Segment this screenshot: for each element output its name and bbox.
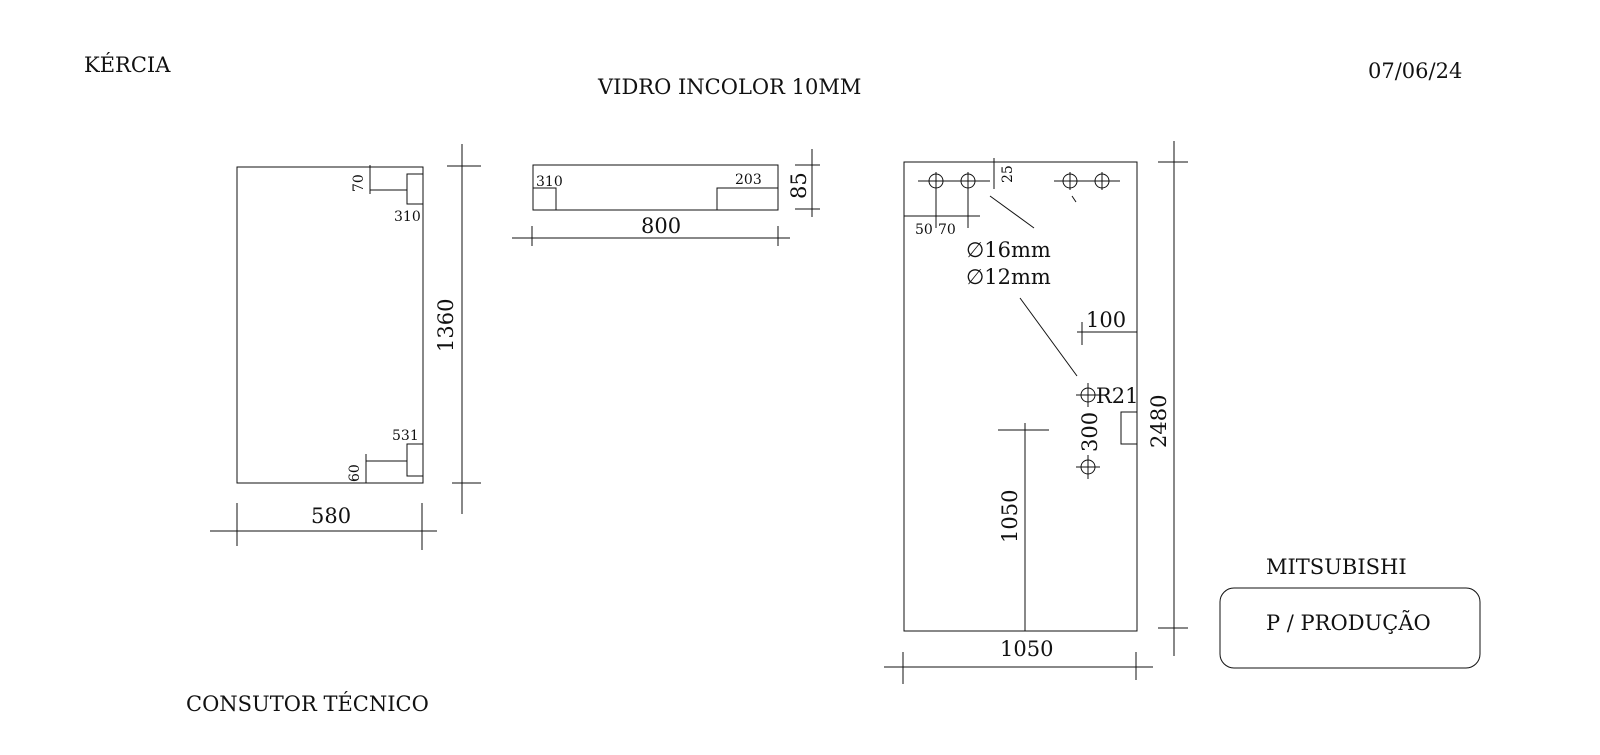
piece-a-top-notch-depth: 70 [351, 174, 367, 192]
piece-c-side-notch [1120, 411, 1138, 445]
leader-line-top-right [1071, 195, 1077, 203]
piece-b-left-notch-label: 310 [536, 174, 563, 190]
piece-c-width: 1050 [1000, 637, 1053, 661]
piece-c-height: 2480 [1147, 395, 1171, 448]
production-stamp-box [1219, 587, 1481, 669]
hole-edge-offset: 50 [915, 222, 933, 238]
side-hole-radius: R21 [1096, 384, 1139, 408]
hole-diameter-2: ∅12mm [966, 265, 1051, 289]
client-name: KÉRCIA [84, 53, 171, 77]
hole-spacing: 70 [938, 222, 956, 238]
leader-line-top [989, 195, 1035, 229]
piece-a-bottom-notch-depth: 60 [347, 464, 363, 482]
piece-c-top-holes: 25 50 70 [904, 158, 1120, 238]
piece-a-bottom-notch [406, 443, 424, 477]
production-stamp: P / PRODUÇÃO [1266, 611, 1431, 635]
piece-b: 310 203 800 85 [512, 149, 820, 246]
piece-b-left-notch [532, 187, 557, 211]
piece-a-width: 580 [311, 504, 351, 528]
drawing-date: 07/06/24 [1368, 59, 1462, 83]
piece-a-height: 1360 [434, 299, 458, 352]
consultant-label: CONSUTOR TÉCNICO [186, 692, 429, 716]
brand-label: MITSUBISHI [1266, 555, 1407, 579]
piece-a-top-notch [406, 173, 424, 205]
hole-diameter-1: ∅16mm [966, 238, 1051, 262]
piece-c-outline [903, 161, 1138, 632]
piece-a-top-notch-width: 310 [394, 209, 421, 225]
piece-a: 70 310 531 60 580 1360 [210, 144, 481, 550]
center-height: 1050 [998, 490, 1022, 543]
side-offset: 100 [1086, 308, 1126, 332]
hole-top-offset: 25 [1000, 165, 1016, 183]
piece-b-width: 800 [641, 214, 681, 238]
piece-b-height: 85 [787, 172, 811, 199]
piece-c: 25 50 70 ∅16mm ∅12mm 100 R21 300 1050 [884, 141, 1188, 684]
material-title: VIDRO INCOLOR 10MM [597, 75, 861, 99]
hole-vertical-spacing: 300 [1078, 412, 1102, 452]
piece-b-right-notch [716, 187, 779, 211]
piece-b-right-notch-label: 203 [735, 172, 762, 188]
leader-line-radius [1019, 297, 1078, 377]
piece-a-outline [236, 166, 424, 484]
piece-a-bottom-notch-width: 531 [392, 428, 419, 444]
